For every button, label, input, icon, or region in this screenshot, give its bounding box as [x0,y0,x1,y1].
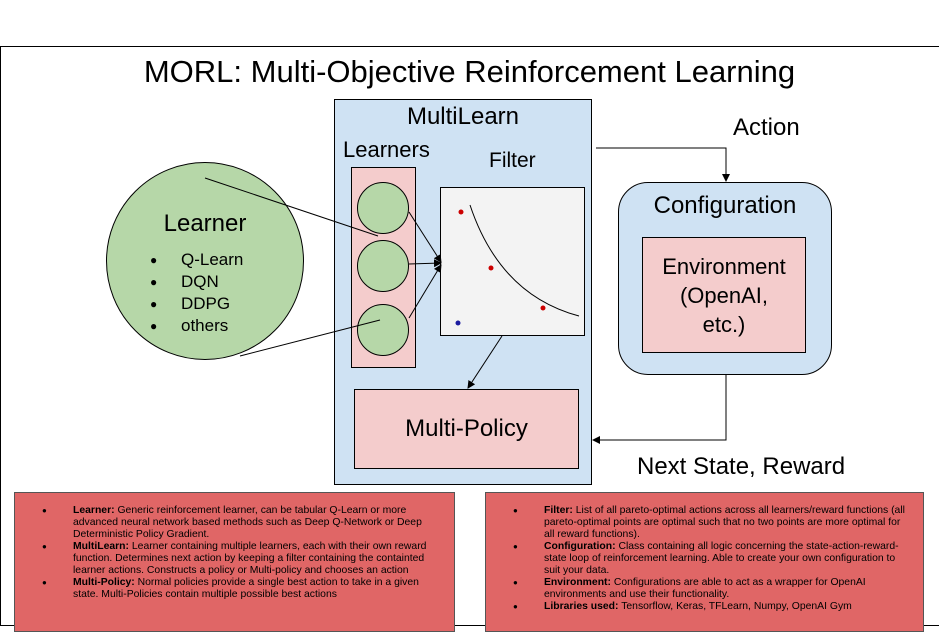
description-text: List of all pareto-optimal actions acros… [544,505,905,540]
learner3-to-filter-arrow [408,264,442,319]
learner-title: Learner [163,210,247,237]
diagram-title: MORL: Multi-Objective Reinforcement Lear… [143,54,796,89]
environment-line: etc.) [702,311,746,337]
configuration-title: Configuration [653,192,797,219]
description-item: Learner: Generic reinforcement learner, … [15,505,440,541]
learners-label: Learners [343,137,430,162]
learner1-to-filter-arrow [408,211,442,263]
description-item: Multi-Policy: Normal policies provide a … [15,577,440,601]
learner-item: DQN [150,271,243,293]
description-term: Multi-Policy: [73,577,135,588]
next-state-reward-edge-label: Next State, Reward [637,453,846,480]
description-text: Learner containing multiple learners, ea… [73,541,427,576]
connector-layer [204,147,730,444]
pareto-point [458,209,464,215]
learner2-to-filter-arrow [408,259,442,268]
description-text: Normal policies provide a single best ac… [73,577,419,600]
environment-line: (OpenAI, [679,282,769,308]
description-term: MultiLearn: [73,541,129,552]
action-edge-label: Action [733,114,800,141]
description-term: Environment: [544,577,611,588]
description-term: Libraries used: [544,601,619,612]
filter-to-multipolicy-arrow [467,335,503,389]
description-text: Generic reinforcement learner, can be ta… [73,505,422,540]
environment-node: Environment (OpenAI, etc.) [642,237,806,353]
description-text: Class containing all logic concerning th… [544,541,899,576]
description-panel-left: Learner: Generic reinforcement learner, … [14,492,455,632]
description-item: Filter: List of all pareto-optimal actio… [486,505,909,541]
description-term: Learner: [73,505,115,516]
learner-tangent-bottom [239,319,381,357]
description-item: Environment: Configurations are able to … [486,577,909,601]
pareto-front-curve [469,204,580,317]
pareto-point [540,305,546,311]
multilearn-title: MultiLearn [406,103,520,130]
environment-line: Environment [662,253,786,279]
description-item: Configuration: Class containing all logi… [486,541,909,577]
action-arrow [596,147,730,182]
learner-instance-3 [357,304,409,356]
pareto-point [488,265,494,271]
description-text: Configurations are able to act as a wrap… [544,577,866,600]
filter-plot [440,187,585,336]
learner-tangent-top [204,177,379,237]
learner-item: DDPG [150,293,243,315]
description-item: MultiLearn: Learner containing multiple … [15,541,440,577]
learner-item: Q-Learn [150,249,243,271]
description-term: Filter: [544,505,573,516]
learner-instance-1 [357,182,409,234]
description-item: Libraries used: Tensorflow, Keras, TFLea… [486,601,909,613]
learner-item: others [150,315,243,337]
description-term: Configuration: [544,541,616,552]
description-text: Tensorflow, Keras, TFLearn, Numpy, OpenA… [618,601,852,612]
filter-label: Filter [489,149,536,172]
learner-instance-2 [357,240,409,292]
multi-policy-label: Multi-Policy [405,415,528,442]
next-state-arrow [592,375,727,444]
learner-algorithm-list: Q-Learn DQN DDPG others [150,249,243,337]
dominated-point [455,320,461,326]
multi-policy-node: Multi-Policy [354,389,579,469]
description-panel-right: Filter: List of all pareto-optimal actio… [485,492,924,632]
